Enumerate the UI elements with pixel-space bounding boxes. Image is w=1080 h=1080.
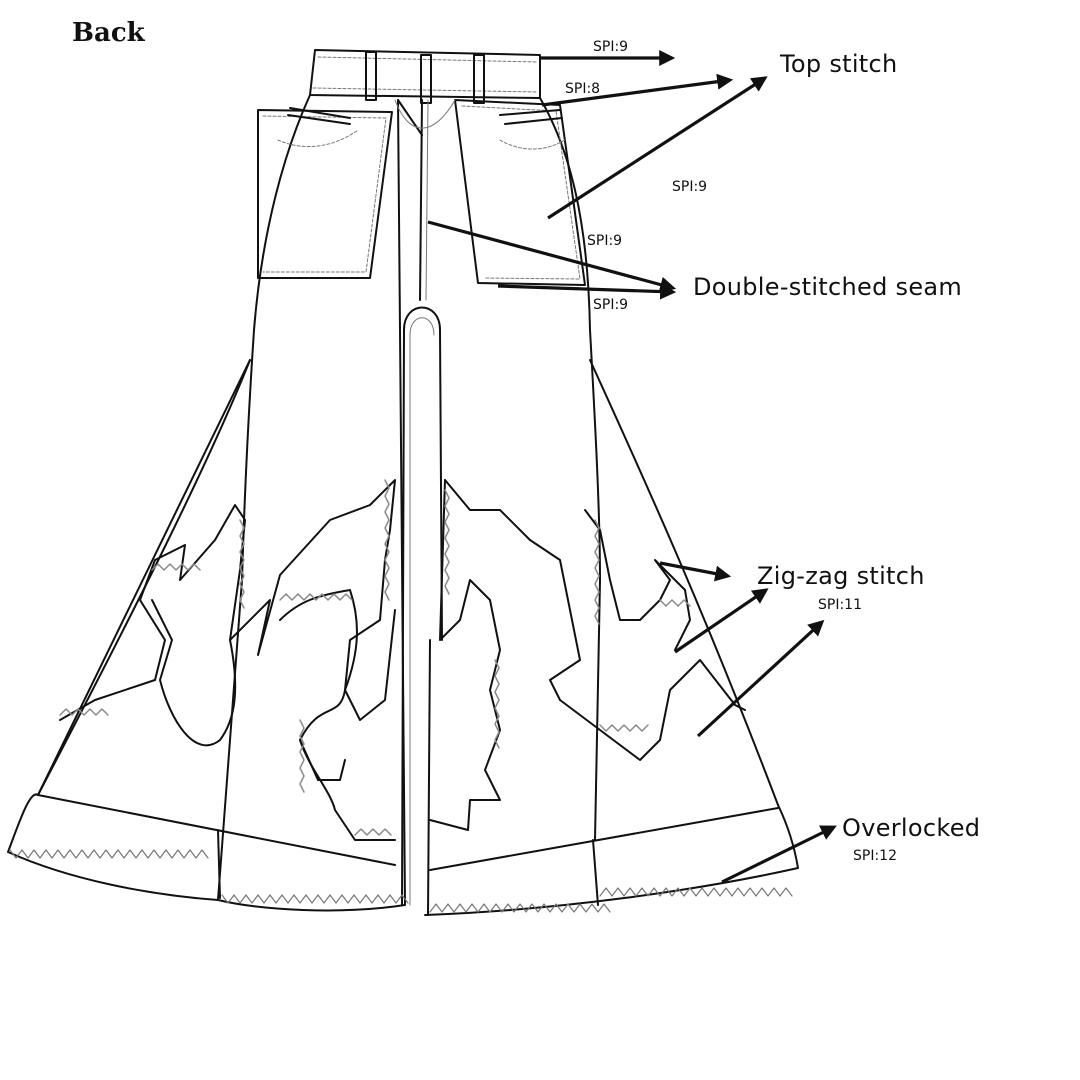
- spi-back-seam: SPI:9: [587, 233, 623, 249]
- overlock-hem-stitching: [9, 849, 793, 913]
- center-back-seam: [394, 99, 456, 916]
- zigzag-stitching: [59, 479, 691, 836]
- right-leg: [424, 97, 799, 916]
- spi-pocket: SPI:8: [565, 81, 601, 97]
- spi-pocket-bottom: SPI:9: [593, 297, 629, 313]
- label-double-stitched-seam: Double-stitched seam: [693, 273, 963, 301]
- label-overlocked: Overlocked: [842, 814, 981, 842]
- arrow-zigzag-1: [659, 561, 732, 582]
- label-zig-zag-stitch: Zig-zag stitch: [757, 562, 925, 590]
- label-top-stitch: Top stitch: [780, 50, 898, 78]
- left-leg: [7, 94, 423, 912]
- waistband: [309, 49, 541, 104]
- flame-applique-left: [59, 479, 396, 841]
- arrow-pocket-bottom-seam: [497, 283, 677, 300]
- spi-waistband: SPI:9: [593, 39, 629, 55]
- arrow-yoke-topstitch: [547, 76, 768, 220]
- arrow-pocket-topstitch: [541, 73, 734, 107]
- spi-yoke: SPI:9: [672, 179, 708, 195]
- view-title: Back: [72, 18, 145, 48]
- arrow-overlocked: [721, 825, 837, 884]
- arrow-back-seam: [427, 220, 677, 293]
- arrow-zigzag-2: [674, 588, 769, 654]
- callout-arrows: [427, 50, 837, 884]
- spi-hem: SPI:12: [853, 848, 897, 864]
- flame-applique-right: [429, 479, 746, 831]
- arrow-zigzag-3: [696, 619, 825, 738]
- spi-zigzag: SPI:11: [818, 597, 862, 613]
